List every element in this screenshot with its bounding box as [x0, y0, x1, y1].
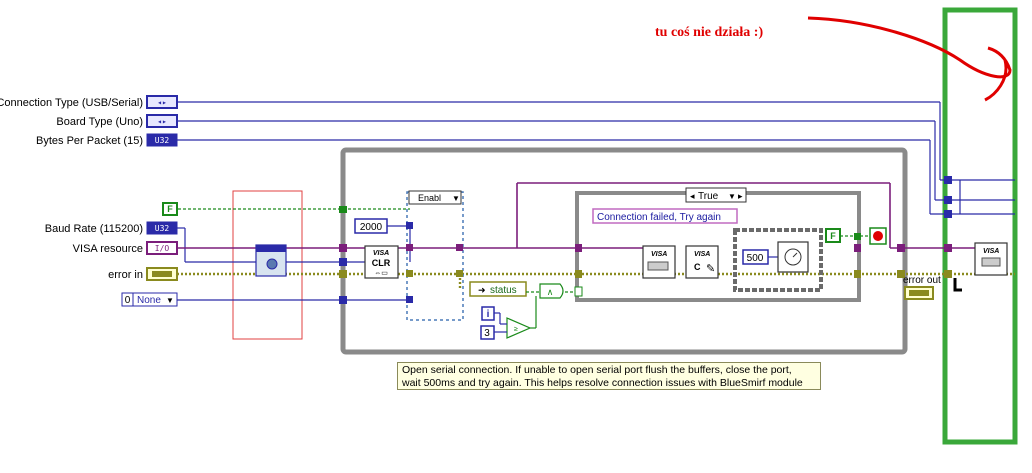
enable-selector[interactable]: Enabl ▼: [408, 190, 462, 205]
loop-tunnels: [339, 176, 952, 304]
board-type-terminal[interactable]: ◂▸: [146, 114, 178, 128]
cluster-icon: [152, 271, 172, 277]
io-tag: I/O: [155, 244, 170, 253]
and-icon: ∧: [547, 287, 554, 297]
stop-terminal[interactable]: [869, 227, 887, 245]
serial-config-node[interactable]: [255, 244, 287, 277]
highlight-rectangle: [232, 190, 303, 340]
compare-icon: ≥: [514, 326, 518, 333]
error-out-label: error out: [903, 275, 941, 286]
dropdown-arrow-icon: ▼: [728, 192, 736, 201]
svg-text:F: F: [167, 204, 173, 214]
comment-line-1: Open serial connection. If unable to ope…: [402, 364, 792, 376]
dropdown-arrow-icon: ▼: [452, 194, 460, 203]
case-selector[interactable]: ◂ True ▼ ▸: [685, 187, 747, 203]
failure-message-constant[interactable]: Connection failed, Try again: [592, 208, 738, 224]
unbundle-status-node[interactable]: ➜ status: [469, 281, 527, 297]
unbundle-arrow-icon: ➜: [478, 285, 486, 295]
visa-resource-terminal[interactable]: I/O: [146, 241, 178, 255]
svg-text:500: 500: [747, 253, 764, 264]
svg-text:0: 0: [125, 295, 131, 306]
visa-resource-label: VISA resource: [73, 243, 143, 255]
error-in-terminal[interactable]: [146, 267, 178, 281]
case-prev-icon: ◂: [690, 191, 695, 201]
svg-text:i: i: [487, 309, 490, 320]
visa-right-node[interactable]: VISA: [974, 242, 1008, 276]
baud-rate-terminal[interactable]: U32: [146, 221, 178, 235]
integer-wires: [177, 101, 1015, 301]
svg-text:VISA: VISA: [983, 248, 999, 255]
disable-structure[interactable]: [406, 191, 464, 321]
and-node[interactable]: ∧: [539, 283, 564, 299]
comment-box: Open serial connection. If unable to ope…: [397, 362, 821, 390]
wait-ms-constant[interactable]: 500: [742, 249, 769, 265]
u32-tag: U32: [155, 136, 170, 145]
annotation-scribble: [807, 16, 1012, 102]
clear-arrows-icon: ⇔▭: [374, 270, 388, 277]
svg-text:Connection failed, Try again: Connection failed, Try again: [597, 212, 721, 223]
close-pen-icon: ✎: [706, 263, 715, 275]
annotation-text: tu coś nie działa :): [655, 25, 764, 40]
parity-enum-constant[interactable]: 0 None ▼: [121, 292, 178, 307]
svg-text:2000: 2000: [360, 222, 383, 233]
svg-text:Enabl: Enabl: [418, 193, 441, 203]
bytes-per-packet-terminal[interactable]: U32: [146, 133, 178, 147]
serial-port-icon: [266, 258, 278, 270]
true-constant[interactable]: F: [825, 228, 841, 243]
wait-sequence-frame[interactable]: [733, 228, 823, 292]
cluster-icon: [909, 290, 929, 296]
case-tunnels: [574, 233, 861, 297]
connection-type-terminal[interactable]: ◂▸: [146, 95, 178, 109]
sequence-frame: [942, 7, 1018, 445]
wait-node[interactable]: [777, 241, 809, 273]
svg-text:status: status: [490, 285, 517, 296]
ring-icon: ◂▸: [157, 117, 167, 126]
stop-icon: [873, 231, 883, 241]
svg-text:VISA: VISA: [651, 251, 667, 258]
buffer-icon: [981, 257, 1001, 267]
u32-tag: U32: [155, 224, 170, 233]
timeout-constant[interactable]: 2000: [354, 218, 388, 234]
baud-rate-label: Baud Rate (115200): [45, 223, 143, 235]
svg-text:VISA: VISA: [373, 250, 389, 257]
visa-clear-node[interactable]: VISA CLR ⇔▭: [364, 245, 399, 279]
buffer-icon: [647, 261, 669, 271]
svg-text:VISA: VISA: [694, 251, 710, 258]
board-type-label: Board Type (Uno): [56, 116, 143, 128]
svg-text:C: C: [694, 262, 701, 272]
bytes-per-packet-label: Bytes Per Packet (15): [36, 135, 143, 147]
connection-type-label: Connection Type (USB/Serial): [0, 97, 143, 109]
visa-close-node[interactable]: VISA C ✎: [685, 245, 719, 279]
retry-count-constant[interactable]: 3: [480, 325, 495, 340]
case-next-icon: ▸: [738, 191, 743, 201]
svg-text:CLR: CLR: [372, 258, 391, 268]
svg-text:F: F: [830, 231, 836, 241]
false-constant[interactable]: F: [162, 202, 178, 216]
ring-icon: ◂▸: [157, 98, 167, 107]
svg-text:3: 3: [484, 328, 490, 339]
greater-equal-node[interactable]: ≥: [506, 317, 532, 339]
comment-line-2: wait 500ms and try again. This helps res…: [402, 377, 803, 389]
iteration-terminal[interactable]: i: [481, 306, 495, 321]
svg-text:True: True: [698, 191, 719, 202]
visa-flush-node[interactable]: VISA: [642, 245, 676, 279]
error-out-terminal[interactable]: [904, 286, 934, 300]
svg-text:None: None: [137, 295, 161, 306]
dropdown-arrow-icon: ▼: [166, 296, 174, 305]
error-wires: [177, 272, 1015, 290]
error-in-label: error in: [108, 269, 143, 281]
